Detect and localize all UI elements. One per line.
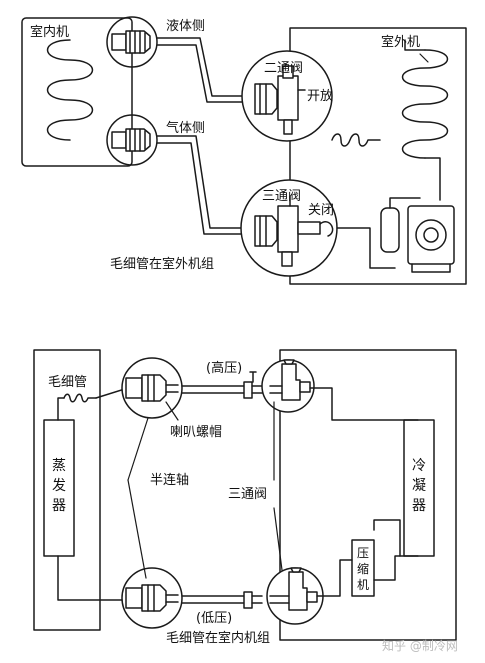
figure-a-caption: 毛细管在室外机组 [110, 256, 214, 272]
low-union-fitting [125, 584, 179, 612]
two-way-valve-body [254, 65, 306, 135]
watermark: 知乎 @制冷网 [382, 639, 458, 653]
figure-b [33, 349, 457, 641]
condenser-char-3: 器 [412, 498, 426, 514]
gas-union-fitting [111, 128, 151, 152]
indoor-unit-box-b [33, 349, 101, 631]
three-way-valve-body [254, 195, 334, 267]
outdoor-capillary-spiral [331, 133, 381, 147]
gas-line [156, 135, 253, 229]
capillary-label: 毛细管 [48, 375, 87, 390]
liquid-union-fitting [111, 30, 151, 54]
condenser-char-2: 凝 [412, 478, 426, 494]
indoor-unit-label: 室内机 [30, 24, 69, 40]
gas-side-label: 气体侧 [166, 120, 205, 136]
lower-valve-body [269, 567, 318, 611]
three-way-valve-label: 三通阀 [262, 189, 301, 204]
outdoor-unit-box [289, 27, 467, 285]
condenser-char-1: 冷 [412, 458, 426, 474]
three-way-state-label: 关闭 [308, 203, 334, 218]
liquid-union-circle [106, 16, 158, 68]
outdoor-unit-label: 室外机 [381, 34, 420, 50]
upper-valve-body [269, 359, 311, 401]
condenser [403, 419, 435, 557]
compressor-char-3: 机 [357, 578, 369, 592]
figure-b-caption: 毛细管在室内机组 [166, 630, 270, 646]
figure-a [21, 16, 467, 285]
liquid-side-label: 液体侧 [166, 19, 205, 34]
low-pressure-line [181, 595, 245, 604]
compressor-char-1: 压 [357, 546, 369, 560]
compressor-char-2: 缩 [357, 561, 369, 576]
evaporator-char-1: 蒸 [52, 458, 66, 474]
labels: 室内机 液体侧 气体侧 室外机 二通阀 开放 三通阀 关闭 毛细管在室外机组 毛… [30, 19, 458, 653]
two-way-valve-label: 二通阀 [264, 61, 303, 76]
outdoor-compressor [407, 205, 455, 265]
liquid-line [156, 37, 253, 97]
high-union-fitting [125, 374, 179, 402]
outdoor-unit-box-b [279, 349, 457, 641]
accumulator [380, 207, 400, 253]
three-way-valve-label-b: 三通阀 [228, 487, 267, 502]
low-pressure-label: (低压) [196, 611, 232, 626]
indoor-unit-box [21, 17, 133, 167]
flare-nut-label: 喇叭螺帽 [170, 424, 222, 440]
evaporator-char-3: 器 [52, 498, 66, 514]
indoor-coil [47, 39, 93, 141]
half-union-label: 半连轴 [150, 472, 189, 488]
evaporator [43, 419, 75, 557]
gas-union-circle [106, 114, 158, 166]
compressor-b [351, 539, 375, 597]
outdoor-coil [402, 49, 448, 159]
high-pressure-label: (高压) [206, 360, 242, 376]
evaporator-char-2: 发 [52, 478, 66, 494]
high-pressure-line [181, 385, 245, 394]
two-way-state-label: 开放 [307, 89, 333, 104]
capillary-coil-b [63, 393, 97, 403]
